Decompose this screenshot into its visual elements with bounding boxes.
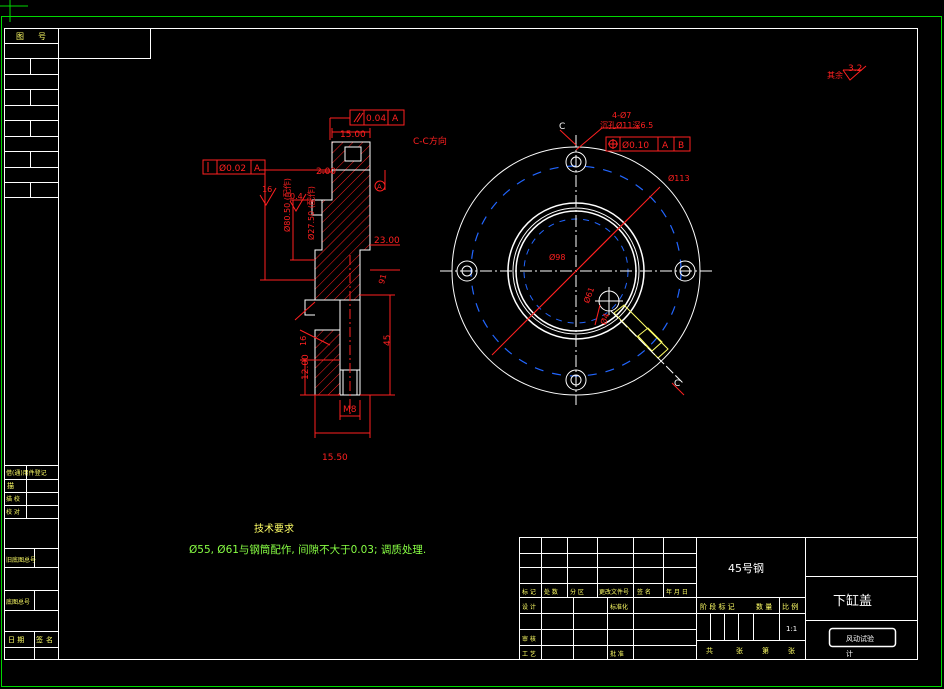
rev-header-sign: 签 名 [637,588,651,596]
flatness-datum: A [254,164,261,174]
role-review: 审 核 [522,635,536,643]
side-port-channel [613,304,669,359]
qty-header: 数 量 [756,602,772,611]
position-tol-frame [605,136,691,152]
plan-view[interactable] [440,135,712,405]
datum-a-label: A [377,183,382,191]
strip-label-trace-check: 描 校 [6,495,20,503]
tech-req-title: 技术要求 [254,522,294,535]
section-dimensions [260,128,400,438]
scale-value: 1:1 [786,625,797,633]
sheet-no-unit: 张 [788,646,795,655]
role-process: 工 艺 [522,650,536,658]
dim-23-00: 23.00 [374,236,400,246]
roughness-16b: 16 [299,336,308,346]
bore-circle-2 [512,207,640,335]
rev-header-docno: 更改文件号 [599,588,629,596]
strip-label-old-base: 旧底图总号 [6,556,36,564]
strip-label-sign: 签 [36,635,43,644]
dim-dia-inner: Ø61 [581,286,596,305]
rev-header-date: 年 月 日 [666,588,688,596]
flatness-frame [202,159,266,175]
plan-dimensions [491,127,685,396]
inner-frame [4,28,918,660]
stage-mark-header: 阶 段 标 记 [700,602,735,611]
section-view[interactable] [304,141,371,415]
dim-12-00: 12.00 [301,354,311,380]
position-tol-value: Ø0.10 [622,140,649,151]
bolt-hole-left [456,260,478,282]
sheet-total-label: 共 [706,646,713,655]
dim-dia27: Ø27.50 (配作) [306,186,316,240]
roughness-04: 0.4 [290,192,303,201]
position-datum-a: A [662,141,669,151]
scale-header: 比 例 [782,602,798,611]
hole-note: 4-Ø7 [612,110,631,120]
strip-label-base: 底图总号 [6,598,30,606]
sheet-total-unit: 张 [736,646,743,655]
dim-dia-side: Ø4 [598,312,611,326]
strip-label-reuse: 借(通)用件登记 [6,469,47,477]
perpendicular-datum: A [392,114,399,124]
flatness-tol: Ø0.02 [219,163,246,174]
stamp-sub-text: 计 [846,649,853,658]
bolt-hole-bottom [565,369,587,391]
dim-15-50: 15.50 [322,453,348,463]
section-top-recess [344,146,362,162]
strip-label-trace: 描 [7,481,14,490]
counterbore-note: 沉孔Ø11深6.5 [600,120,653,130]
drawing-number-label-2: 号 [38,32,46,41]
dim-15-00: 15.00 [340,130,366,140]
tech-req-line-1: Ø55, Ø61与钢筒配作, 间隙不大于0.03; 调质处理. [189,543,426,556]
sheet-no-label: 第 [762,646,769,655]
role-design: 设 计 [522,603,536,611]
roughness-16a: 16 [262,185,272,194]
bolt-hole-top [565,151,587,173]
view-direction-label: C-C方向 [413,135,447,147]
stamp-text: 风动试验 [846,634,874,643]
stamp-box [828,627,897,648]
strip-label-name: 名 [46,635,53,644]
outer-frame [1,16,942,687]
section-mark-c-bottom: C [674,379,680,389]
approve-label: 批 准 [610,650,624,658]
part-name-text: 下缸盖 [833,593,872,609]
rev-header-zone: 分 区 [570,588,584,596]
roughness-symbol-a [259,187,277,206]
drawing-number-box [4,28,151,59]
dim-dia113: Ø113 [668,173,690,183]
dim-91: 91 [377,273,388,285]
dim-2-00: 2.00 [316,167,336,177]
svg-text:其余: 其余 [827,70,843,80]
roughness-symbol-other: 其余 3.2 [827,64,867,81]
std-label: 标准化 [610,603,628,611]
strip-label-date: 日 期 [8,636,24,644]
bolt-hole-right [674,260,696,282]
datum-a-symbol [374,180,386,192]
rev-header-mark: 标 记 [522,588,536,596]
dim-m8: M8 [343,405,357,415]
rev-header-count: 处 数 [544,588,558,596]
material-text: 45号钢 [728,562,764,575]
section-mark-c-top: C [559,122,565,132]
dim-dia98: Ø98 [549,252,565,262]
drawing-number-label-1: 图 [16,32,24,41]
svg-text:3.2: 3.2 [848,64,862,74]
position-datum-b: B [678,141,684,151]
title-block-grid [519,537,918,660]
roughness-symbol-b [289,193,307,212]
dim-dia80: Ø80.50 (配作) [282,178,292,232]
perpendicular-frame [329,109,405,140]
dim-45: 45 [383,335,393,346]
strip-label-check: 校 对 [6,508,20,516]
left-strip-grid [4,28,59,660]
perpendicular-tol: 0.04 [366,114,386,124]
